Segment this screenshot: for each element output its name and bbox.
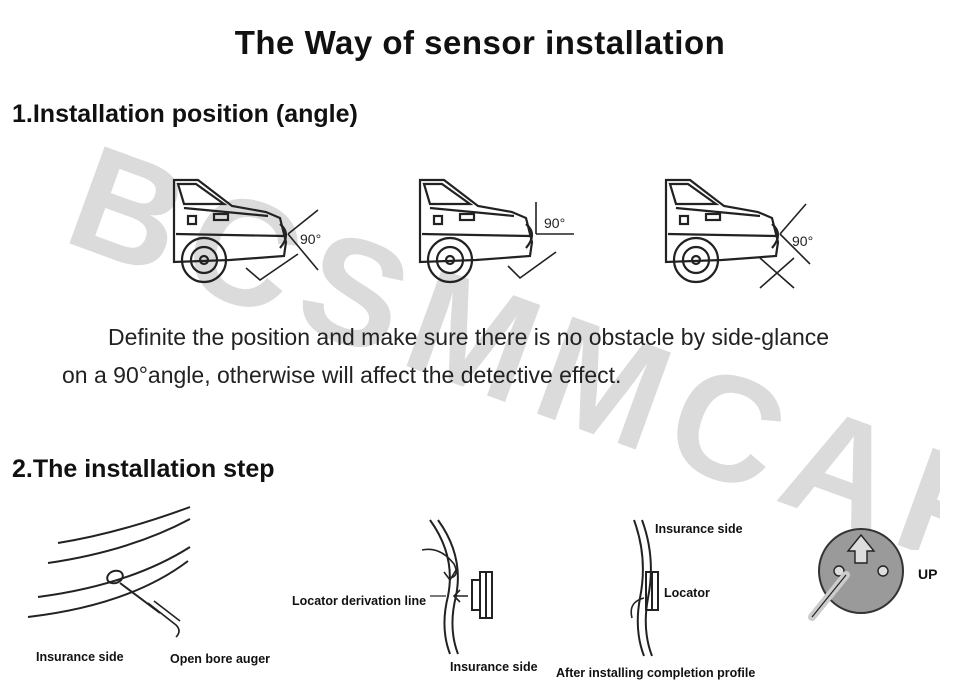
- step1-label-auger: Open bore auger: [170, 652, 271, 666]
- description-line-2: on a 90°angle, otherwise will affect the…: [62, 362, 622, 388]
- section1-description: Definite the position and make sure ther…: [62, 318, 957, 394]
- description-line-1: Definite the position and make sure ther…: [108, 324, 830, 350]
- car-diagram-correct-1: 90°: [172, 178, 321, 284]
- step4-label-up: UP: [918, 566, 938, 582]
- car-diagram-correct-2: 90°: [418, 178, 574, 284]
- step3-label-insurance: Insurance side: [655, 522, 743, 536]
- section2-heading: 2.The installation step: [12, 455, 275, 483]
- step1-label-insurance: Insurance side: [36, 650, 124, 664]
- step1-drilling-diagram: [27, 506, 191, 638]
- step3-label-profile: After installing completion profile: [556, 666, 756, 680]
- step3-label-locator: Locator: [664, 586, 710, 600]
- angle-label-2: 90°: [544, 215, 565, 231]
- angle-label-3: 90°: [792, 233, 813, 249]
- step2-locator-diagram: [421, 519, 493, 655]
- step2-label-insurance: Insurance side: [450, 660, 538, 674]
- section1-heading: 1.Installation position (angle): [12, 100, 358, 128]
- step2-label-locator-line: Locator derivation line: [292, 594, 427, 608]
- car-diagram-incorrect: 90°: [664, 178, 813, 289]
- up-arrow-icon: [846, 533, 876, 564]
- step4-sensor-orientation: [808, 528, 904, 621]
- angle-label-1: 90°: [300, 231, 321, 247]
- step3-profile-diagram: [630, 519, 659, 657]
- page-title: The Way of sensor installation: [234, 24, 726, 61]
